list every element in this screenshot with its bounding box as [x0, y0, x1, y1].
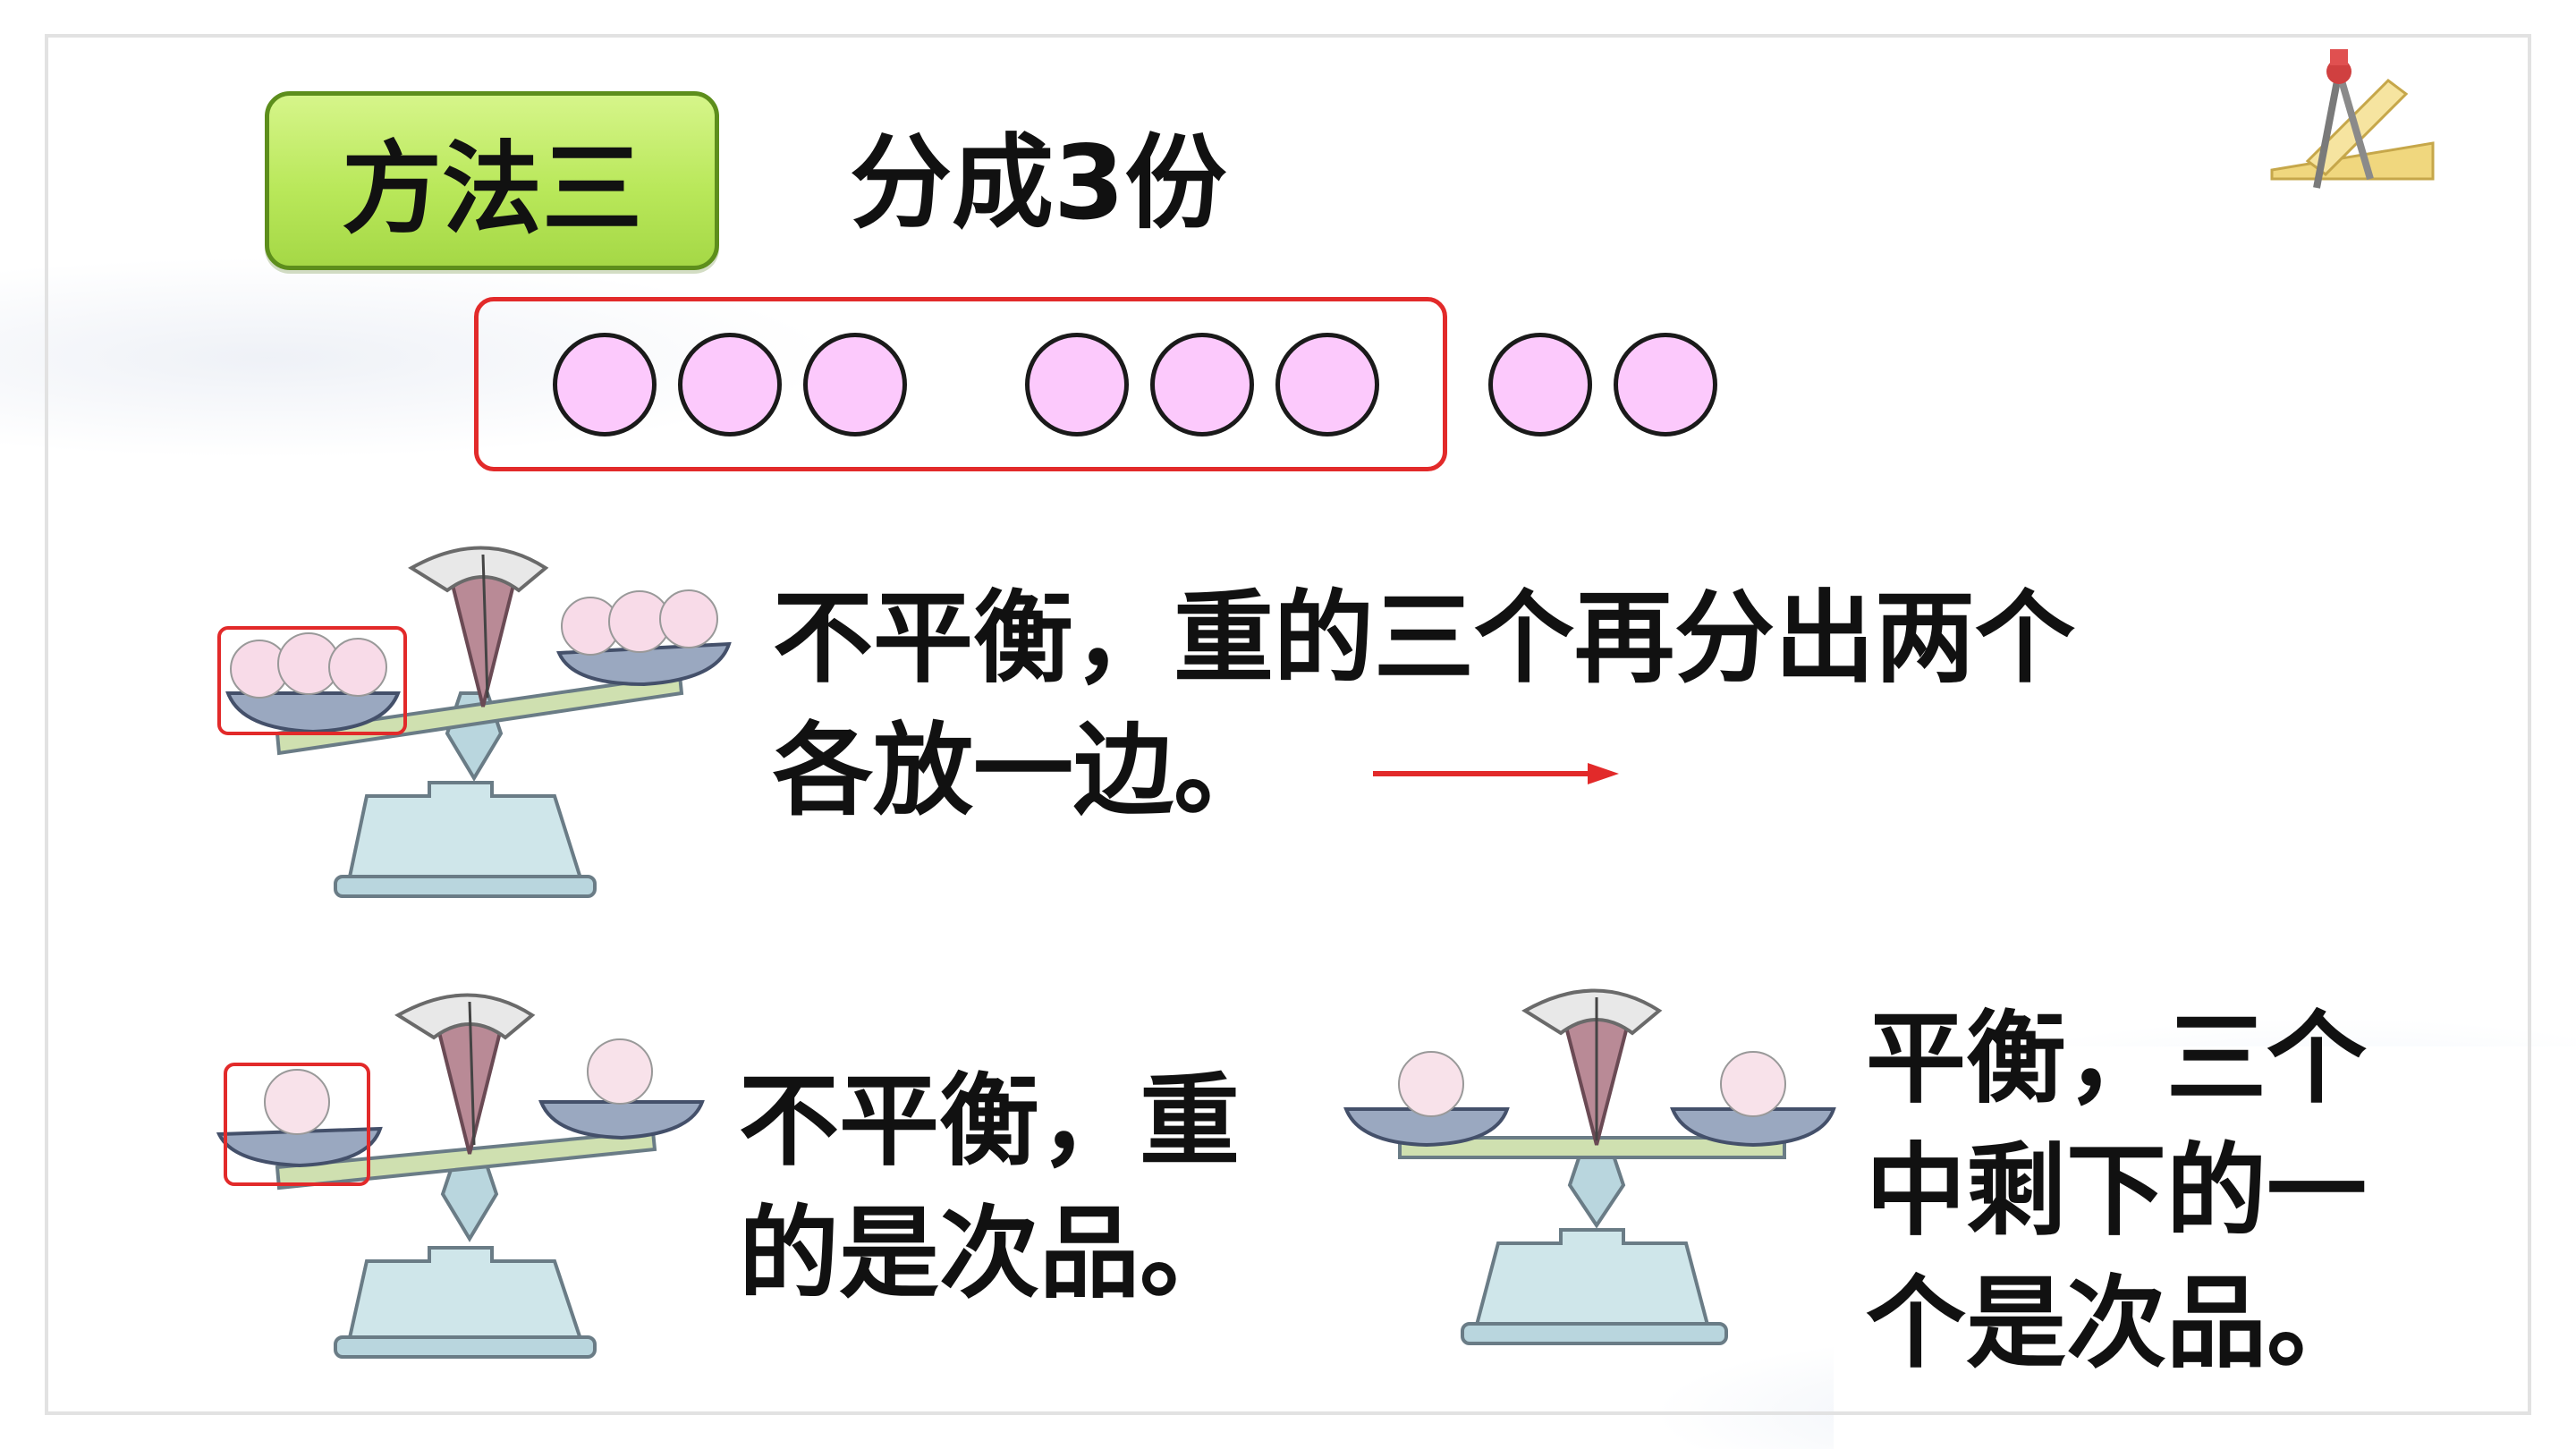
- arrow-right-icon: [1373, 763, 1619, 784]
- step1-text: 不平衡，重的三个再分出两个 各放一边。: [773, 572, 2075, 837]
- group-highlight-box: [474, 297, 1447, 471]
- compass-ruler-icon: [2270, 49, 2435, 189]
- step3-line: 个是次品。: [1866, 1266, 2367, 1382]
- ball: [1025, 333, 1129, 436]
- ball: [1614, 333, 1717, 436]
- ball: [803, 333, 907, 436]
- step2-text: 不平衡，重 的是次品。: [739, 1055, 1240, 1320]
- step3-text: 平衡，三个 中剩下的一 个是次品。: [1866, 993, 2367, 1390]
- subtitle: 分成3份: [850, 123, 1227, 242]
- slide-frame: [45, 34, 2531, 1415]
- method-label: 方法三: [265, 91, 719, 270]
- step1-line: 各放一边。: [773, 713, 1274, 829]
- ball: [1150, 333, 1254, 436]
- step2-line: 不平衡，重: [739, 1063, 1240, 1180]
- ball: [678, 333, 782, 436]
- ball: [553, 333, 657, 436]
- step3-line: 平衡，三个: [1866, 1001, 2367, 1117]
- balance-scale-3: [1343, 988, 1836, 1345]
- method-label-text: 方法三: [342, 131, 642, 248]
- step2-line: 的是次品。: [739, 1196, 1240, 1312]
- step3-line: 中剩下的一: [1866, 1133, 2367, 1250]
- background-patch: [1834, 1046, 2576, 1449]
- balance-scale-1: [217, 546, 732, 898]
- ball: [1275, 333, 1379, 436]
- balance-scale-2: [216, 993, 705, 1359]
- step1-line: 不平衡，重的三个再分出两个: [773, 580, 2075, 697]
- ball: [1488, 333, 1592, 436]
